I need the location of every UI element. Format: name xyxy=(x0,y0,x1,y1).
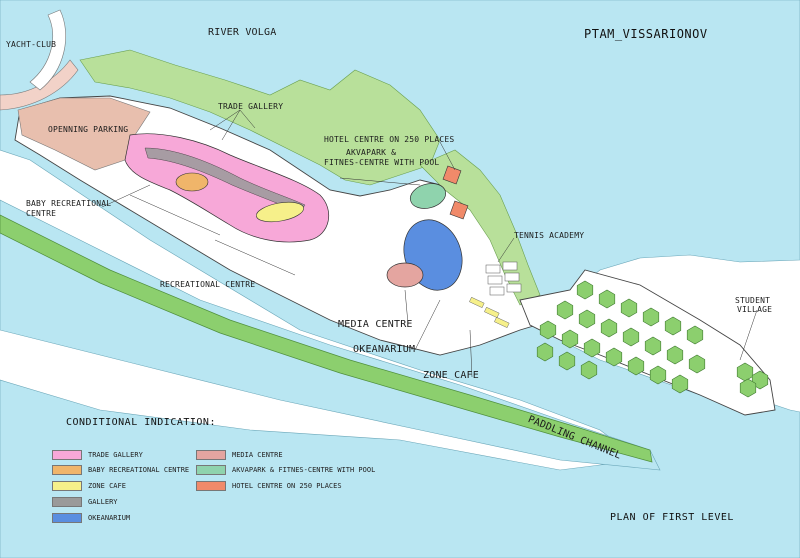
student-house-hex xyxy=(558,351,576,371)
legend-label: TRADE GALLERY xyxy=(88,451,143,459)
legend-swatch xyxy=(52,513,82,523)
student-house-hex xyxy=(644,336,662,356)
student-house-hex xyxy=(649,365,667,385)
label-yacht-club: YACHT-CLUB xyxy=(6,40,57,49)
student-house-hex xyxy=(576,280,594,300)
student-house-hex xyxy=(627,356,645,376)
legend-swatch xyxy=(52,481,82,491)
student-house-hex xyxy=(642,307,660,327)
akvapark-building xyxy=(409,183,447,209)
student-house-hex xyxy=(578,309,596,329)
label-recreational-centre: RECREATIONAL CENTRE xyxy=(160,280,256,289)
student-house-hex xyxy=(580,360,598,380)
leader-lines xyxy=(101,109,758,378)
student-village-hexes xyxy=(536,280,769,398)
media-centre-building xyxy=(386,262,424,288)
student-house-hex xyxy=(688,354,706,374)
student-house-hex xyxy=(536,342,554,362)
legend-label: ZONE CAFE xyxy=(88,482,126,490)
label-baby-2: CENTRE xyxy=(26,209,57,218)
student-house-hex xyxy=(600,318,618,338)
legend-item-media-centre: MEDIA CENTRE xyxy=(196,450,283,460)
label-river-volga: RIVER VOLGA xyxy=(208,27,277,38)
student-house-hex xyxy=(739,378,757,398)
legend-title: CONDITIONAL INDICATION: xyxy=(66,417,216,428)
label-okeanarium: OKEANARIUM xyxy=(353,344,416,355)
student-house-hex xyxy=(620,298,638,318)
plan-title: PLAN OF FIRST LEVEL xyxy=(610,512,734,523)
page-title: PTAM_VISSARIONOV xyxy=(584,27,708,41)
student-house-hex xyxy=(556,300,574,320)
legend-swatch xyxy=(52,497,82,507)
legend-label: MEDIA CENTRE xyxy=(232,451,283,459)
label-zone-cafe: ZONE CAFE xyxy=(423,370,479,381)
student-house-hex xyxy=(539,320,557,340)
legend-item-zone-cafe: ZONE CAFE xyxy=(52,481,126,491)
student-house-hex xyxy=(598,289,616,309)
legend-label: HOTEL CENTRE ON 250 PLACES xyxy=(232,482,342,490)
yacht-club-pier xyxy=(0,59,79,111)
student-house-hex xyxy=(561,329,579,349)
hotel-building-2 xyxy=(449,200,469,220)
legend-swatch xyxy=(196,481,226,491)
legend-item-trade-gallery: TRADE GALLERY xyxy=(52,450,143,460)
student-house-hex xyxy=(664,316,682,336)
legend-label: BABY RECREATIONAL CENTRE xyxy=(88,466,190,474)
zone-cafe-patches xyxy=(469,296,510,328)
label-opening-parking: OPENNING PARKING xyxy=(48,125,129,134)
legend-item-gallery: GALLERY xyxy=(52,497,118,507)
student-house-hex xyxy=(583,338,601,358)
yacht-club-arc xyxy=(29,9,66,91)
legend-item-hotel-centre: HOTEL CENTRE ON 250 PLACES xyxy=(196,481,342,491)
legend-swatch xyxy=(52,450,82,460)
lower-green-strip xyxy=(0,214,653,463)
zone-cafe-inner xyxy=(256,201,304,223)
tennis-courts xyxy=(485,261,522,296)
label-tennis-academy: TENNIS ACADEMY xyxy=(514,231,585,240)
legend-label: AKVAPARK & FITNES-CENTRE WITH POOL xyxy=(232,466,376,474)
label-trade-gallery: TRADE GALLERY xyxy=(218,102,284,111)
label-student-1: STUDENT xyxy=(735,296,771,305)
legend-swatch xyxy=(196,450,226,460)
legend-label: OKEANARIUM xyxy=(88,514,131,522)
student-house-hex xyxy=(686,325,704,345)
student-house-hex xyxy=(671,374,689,394)
label-media-centre: MEDIA CENTRE xyxy=(338,319,413,330)
legend-item-okeanarium: OKEANARIUM xyxy=(52,513,130,523)
legend-label: GALLERY xyxy=(88,498,118,506)
label-hotel-centre: HOTEL CENTRE ON 250 PLACES xyxy=(324,135,455,144)
legend-swatch xyxy=(52,465,82,475)
student-house-hex xyxy=(666,345,684,365)
baby-recreational-building xyxy=(175,172,209,192)
label-akvapark-1: AKVAPARK & xyxy=(346,148,397,157)
legend-item-baby-recreational: BABY RECREATIONAL CENTRE xyxy=(52,465,189,475)
student-house-hex xyxy=(622,327,640,347)
dimension-lines xyxy=(129,194,296,276)
label-baby-1: BABY RECREATIONAL xyxy=(26,199,112,208)
label-student-2: VILLAGE xyxy=(737,305,773,314)
legend-swatch xyxy=(196,465,226,475)
legend-item-akvapark: AKVAPARK & FITNES-CENTRE WITH POOL xyxy=(196,465,375,475)
student-house-hex xyxy=(605,347,623,367)
label-akvapark-2: FITNES-CENTRE WITH POOL xyxy=(324,158,440,167)
